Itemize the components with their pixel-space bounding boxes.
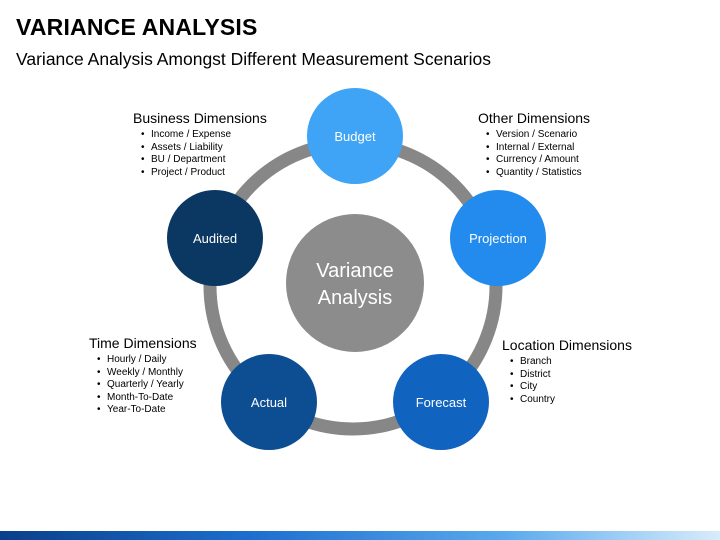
list-item: District: [510, 369, 632, 382]
time-dimensions: Time Dimensions Hourly / Daily Weekly / …: [89, 335, 197, 417]
list-item: Quarterly / Yearly: [97, 379, 195, 392]
business-dimensions-title: Business Dimensions: [133, 110, 267, 126]
list-item: Weekly / Monthly: [97, 367, 195, 380]
list-item: Currency / Amount: [486, 154, 590, 167]
list-item: Quantity / Statistics: [486, 167, 590, 180]
node-projection[interactable]: Projection: [450, 190, 546, 286]
node-actual[interactable]: Actual: [221, 354, 317, 450]
node-audited-label: Audited: [193, 231, 237, 246]
list-item: Project / Product: [141, 167, 267, 180]
other-dimensions-title: Other Dimensions: [478, 110, 591, 126]
business-dimensions-list: Income / Expense Assets / Liability BU /…: [133, 129, 267, 179]
list-item: Branch: [510, 356, 632, 369]
node-actual-label: Actual: [251, 395, 287, 410]
list-item: Internal / External: [486, 142, 590, 155]
node-forecast[interactable]: Forecast: [393, 354, 489, 450]
center-label-line2: Analysis: [318, 287, 392, 309]
list-item: Month-To-Date: [97, 392, 195, 405]
node-projection-circle: [450, 190, 546, 286]
node-forecast-circle: [393, 354, 489, 450]
location-dimensions: Location Dimensions Branch District City…: [502, 337, 632, 406]
list-item: BU / Department: [141, 154, 267, 167]
center-circle: [286, 214, 424, 352]
other-dimensions: Other Dimensions Version / Scenario Inte…: [478, 110, 590, 179]
location-dimensions-title: Location Dimensions: [502, 337, 632, 353]
list-item: City: [510, 381, 632, 394]
list-item: Country: [510, 394, 632, 407]
node-forecast-label: Forecast: [416, 395, 467, 410]
node-projection-label: Projection: [469, 231, 527, 246]
time-dimensions-list: Hourly / Daily Weekly / Monthly Quarterl…: [89, 354, 195, 417]
node-budget-label: Budget: [334, 129, 376, 144]
list-item: Year-To-Date: [97, 404, 195, 417]
center-label-line1: Variance: [316, 260, 393, 282]
page-subtitle: Variance Analysis Amongst Different Meas…: [16, 49, 492, 69]
node-audited[interactable]: Audited: [167, 190, 263, 286]
list-item: Hourly / Daily: [97, 354, 195, 367]
node-audited-circle: [167, 190, 263, 286]
other-dimensions-list: Version / Scenario Internal / External C…: [478, 129, 590, 179]
bottom-accent-bar: [0, 531, 720, 540]
location-dimensions-list: Branch District City Country: [502, 356, 632, 406]
list-item: Income / Expense: [141, 129, 267, 142]
node-budget-circle: [307, 88, 403, 184]
list-item: Assets / Liability: [141, 142, 267, 155]
time-dimensions-title: Time Dimensions: [89, 335, 197, 351]
list-item: Version / Scenario: [486, 129, 590, 142]
node-actual-circle: [221, 354, 317, 450]
page-title: VARIANCE ANALYSIS: [16, 14, 258, 40]
business-dimensions: Business Dimensions Income / Expense Ass…: [133, 110, 267, 179]
node-budget[interactable]: Budget: [307, 88, 403, 184]
